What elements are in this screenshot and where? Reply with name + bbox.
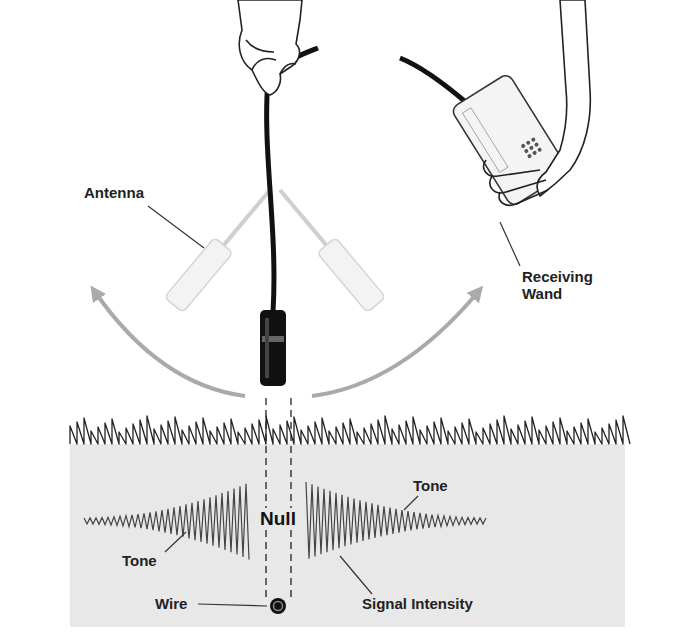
label-holder: Antenna	[84, 184, 144, 201]
antenna-ghost	[271, 182, 386, 312]
label-holder: Wire	[155, 595, 187, 612]
label-holder: Tone	[413, 477, 448, 494]
antenna-ghost	[164, 182, 279, 312]
part-label: Antenna	[84, 184, 144, 201]
swing-arrows	[95, 292, 478, 396]
grass-blades	[70, 416, 630, 444]
part-label: Wire	[155, 595, 187, 612]
label-holder: Null	[258, 508, 298, 530]
signal-label: Null	[258, 508, 298, 530]
part-label: Receiving Wand	[522, 268, 602, 303]
receiving-wand	[400, 0, 590, 207]
grass	[70, 416, 630, 444]
hand	[238, 0, 302, 95]
tone-wave	[306, 482, 486, 559]
signal-label: Tone	[122, 552, 157, 569]
antenna	[260, 48, 318, 386]
tone-wave	[84, 484, 249, 560]
label-holder: Tone	[122, 552, 157, 569]
null-guide	[266, 398, 291, 598]
signal-label: Tone	[413, 477, 448, 494]
leader-line	[148, 206, 520, 606]
buried-wire	[270, 598, 286, 614]
label-holder: Signal Intensity	[362, 595, 473, 612]
ground-section	[70, 442, 625, 627]
label-holder: Receiving Wand	[522, 268, 602, 303]
signal-label: Signal Intensity	[362, 595, 473, 612]
